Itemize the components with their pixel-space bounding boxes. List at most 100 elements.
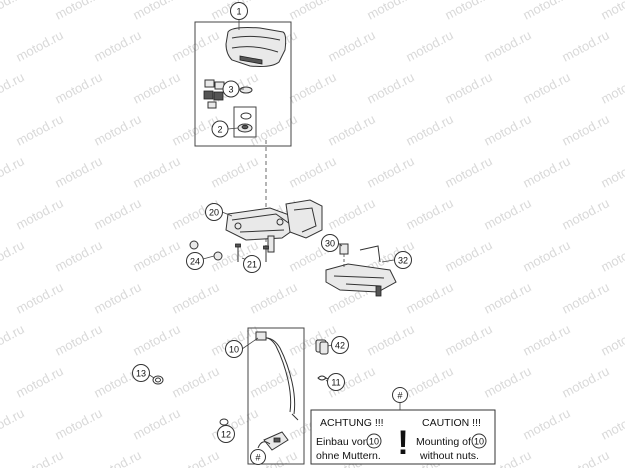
callout-20[interactable]: 20 <box>205 203 223 221</box>
watermark-text: motod.ru <box>598 237 625 274</box>
watermark-text: motod.ru <box>364 153 416 190</box>
note-exclamation: ! <box>397 424 408 462</box>
seal-subgroup-frame <box>233 106 257 138</box>
watermark-text: motod.ru <box>0 237 27 274</box>
watermark-text: motod.ru <box>364 69 416 106</box>
watermark-text: motod.ru <box>247 279 299 316</box>
watermark-text: motod.ru <box>325 195 377 232</box>
svg-text:10: 10 <box>474 437 484 447</box>
watermark-text: motod.ru <box>481 111 533 148</box>
note-en-line1: Mounting of <box>416 436 471 448</box>
callout-13[interactable]: 13 <box>132 364 150 382</box>
svg-text:2: 2 <box>217 125 222 135</box>
watermark-text: motod.ru <box>52 237 104 274</box>
watermark-text: motod.ru <box>442 153 494 190</box>
o-ring-part[interactable] <box>240 112 252 120</box>
note-en-title: CAUTION !!! <box>422 417 481 429</box>
watermark-text: motod.ru <box>91 111 143 148</box>
watermark-text: motod.ru <box>559 447 611 468</box>
watermark-text: motod.ru <box>559 195 611 232</box>
callout-42[interactable]: 42 <box>331 336 349 354</box>
svg-text:1: 1 <box>236 7 241 17</box>
watermark-text: motod.ru <box>559 111 611 148</box>
watermark-text: motod.ru <box>598 153 625 190</box>
watermark-text: motod.ru <box>442 321 494 358</box>
svg-text:42: 42 <box>335 341 345 351</box>
watermark-text: motod.ru <box>481 27 533 64</box>
svg-text:#: # <box>255 453 260 463</box>
nut-part[interactable] <box>189 240 199 250</box>
watermark-text: motod.ru <box>364 321 416 358</box>
watermark-text: motod.ru <box>130 405 182 442</box>
callout-1[interactable]: 1 <box>230 2 248 20</box>
washer-part[interactable] <box>239 86 253 94</box>
watermark-text: motod.ru <box>442 69 494 106</box>
watermark-text: motod.ru <box>208 405 260 442</box>
watermark-text: motod.ru <box>130 153 182 190</box>
watermark-text: motod.ru <box>325 27 377 64</box>
watermark-text: motod.ru <box>13 27 65 64</box>
watermark-text: motod.ru <box>0 405 27 442</box>
grommet-part[interactable] <box>219 418 229 426</box>
note-en-ref-callout[interactable]: 10 <box>471 433 487 449</box>
screw-part[interactable] <box>235 243 269 262</box>
watermark-text: motod.ru <box>130 237 182 274</box>
svg-text:13: 13 <box>136 369 146 379</box>
watermark-text: motod.ru <box>91 27 143 64</box>
watermark-text: motod.ru <box>208 153 260 190</box>
callout-21[interactable]: 21 <box>243 255 261 273</box>
svg-text:32: 32 <box>398 256 408 266</box>
callout-12[interactable]: 12 <box>217 425 235 443</box>
watermark-text: motod.ru <box>52 321 104 358</box>
callout-10[interactable]: 10 <box>225 340 243 358</box>
instrument-group-frame <box>194 21 292 147</box>
callout-hash-note[interactable]: # <box>392 387 408 403</box>
nut-part-2[interactable] <box>213 251 223 261</box>
clamp-part[interactable] <box>152 375 164 385</box>
note-de-ref-callout[interactable]: 10 <box>366 433 382 449</box>
svg-text:10: 10 <box>369 437 379 447</box>
watermark-text: motod.ru <box>520 237 572 274</box>
watermark-text: motod.ru <box>403 111 455 148</box>
watermark-text: motod.ru <box>520 0 572 23</box>
watermark-text: motod.ru <box>169 363 221 400</box>
watermark-text: motod.ru <box>91 447 143 468</box>
cable-clip-part[interactable] <box>315 339 329 355</box>
callout-30[interactable]: 30 <box>321 234 339 252</box>
switch-parts[interactable] <box>203 79 225 109</box>
watermark-text: motod.ru <box>52 0 104 23</box>
watermark-text: motod.ru <box>130 69 182 106</box>
callout-hash-cable[interactable]: # <box>250 449 266 465</box>
caution-note-box <box>310 409 496 465</box>
watermark-text: motod.ru <box>13 447 65 468</box>
speedometer-cable-part[interactable] <box>255 331 299 451</box>
callout-11[interactable]: 11 <box>327 373 345 391</box>
headlight-bracket-part[interactable] <box>325 243 397 297</box>
watermark-text: motod.ru <box>13 195 65 232</box>
seal-holder-part[interactable] <box>237 123 253 133</box>
svg-text:20: 20 <box>209 208 219 218</box>
instrument-cluster-part[interactable] <box>225 27 287 67</box>
watermark-text: motod.ru <box>0 153 27 190</box>
watermark-text: motod.ru <box>481 195 533 232</box>
watermark-text: motod.ru <box>130 321 182 358</box>
watermark-text: motod.ru <box>169 27 221 64</box>
watermark-text: motod.ru <box>13 363 65 400</box>
svg-text:24: 24 <box>190 257 200 267</box>
watermark-text: motod.ru <box>598 0 625 23</box>
watermark-text: motod.ru <box>481 279 533 316</box>
callout-2[interactable]: 2 <box>211 120 229 138</box>
watermark-text: motod.ru <box>520 69 572 106</box>
watermark-text: motod.ru <box>403 195 455 232</box>
callout-32[interactable]: 32 <box>394 251 412 269</box>
svg-text:21: 21 <box>247 260 257 270</box>
callout-3[interactable]: 3 <box>222 80 240 98</box>
watermark-text: motod.ru <box>364 0 416 23</box>
watermark-text: motod.ru <box>442 237 494 274</box>
callout-24[interactable]: 24 <box>186 252 204 270</box>
watermark-text: motod.ru <box>325 111 377 148</box>
watermark-text: motod.ru <box>247 111 299 148</box>
watermark-text: motod.ru <box>0 321 27 358</box>
watermark-text: motod.ru <box>559 279 611 316</box>
svg-text:12: 12 <box>221 430 231 440</box>
